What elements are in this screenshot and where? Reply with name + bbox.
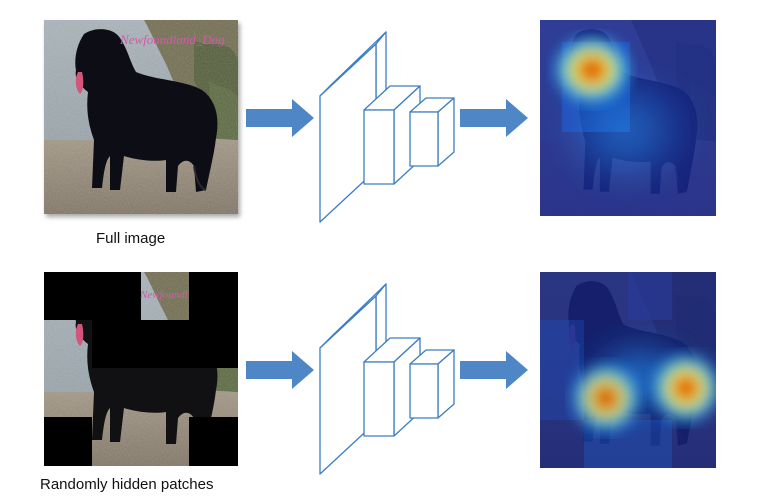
arrow-right-icon: [460, 351, 528, 389]
heatmap-hidden: [540, 272, 716, 468]
watermark-text-1: Newfoundland_Dog: [119, 32, 225, 47]
caption-full-image: Full image: [96, 230, 166, 247]
caption-hidden-patches: Randomly hidden patches: [40, 476, 214, 493]
cnn-network-icon: [319, 283, 455, 475]
arrow-right-icon: [246, 99, 314, 137]
watermark-text-2: Newfoundl: [139, 289, 188, 301]
heatmap-full: [540, 20, 716, 216]
arrow-right-icon: [460, 99, 528, 137]
cnn-network-icon: [319, 31, 455, 223]
arrow-right-icon: [246, 351, 314, 389]
full-image-photo: [44, 20, 238, 214]
hidden-patches-photo: [44, 272, 238, 466]
